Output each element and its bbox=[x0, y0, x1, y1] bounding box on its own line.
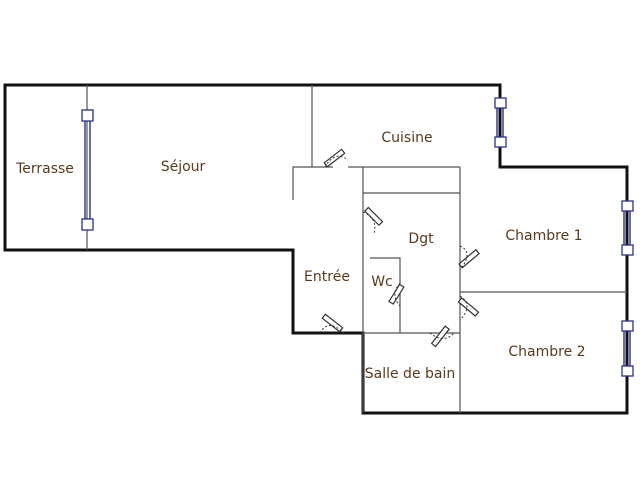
door-salle-de-bain bbox=[429, 325, 455, 348]
door-dgt bbox=[362, 206, 384, 235]
exterior-walls bbox=[3, 83, 629, 415]
door-cuisine bbox=[323, 148, 349, 168]
room-label-chambre2: Chambre 2 bbox=[508, 344, 585, 360]
room-label-dgt: Dgt bbox=[408, 231, 434, 247]
room-label-terrasse: Terrasse bbox=[15, 161, 74, 177]
door-entree-front bbox=[319, 313, 345, 334]
door-wc bbox=[388, 282, 405, 307]
room-label-wc: Wc bbox=[371, 274, 393, 290]
room-label-chambre1: Chambre 1 bbox=[505, 228, 582, 244]
window-cuisine bbox=[494, 97, 507, 148]
room-label-cuisine: Cuisine bbox=[381, 130, 432, 146]
wall-wc bbox=[370, 257, 401, 333]
wall-entree-top bbox=[292, 166, 333, 200]
exterior-wall-top-left bbox=[3, 83, 629, 415]
room-label-entree: Entrée bbox=[304, 269, 350, 285]
window-chambre1 bbox=[621, 200, 634, 256]
room-label-salle-de-bain: Salle de bain bbox=[365, 366, 456, 382]
windows bbox=[81, 97, 634, 377]
window-chambre2 bbox=[621, 320, 634, 377]
door-chambre2 bbox=[457, 295, 480, 321]
room-label-sejour: Séjour bbox=[161, 159, 206, 175]
doors bbox=[319, 148, 480, 348]
window-terrasse bbox=[81, 109, 94, 231]
room-labels: Terrasse Séjour Cuisine Dgt Chambre 1 En… bbox=[15, 130, 586, 382]
door-chambre1 bbox=[458, 245, 480, 271]
